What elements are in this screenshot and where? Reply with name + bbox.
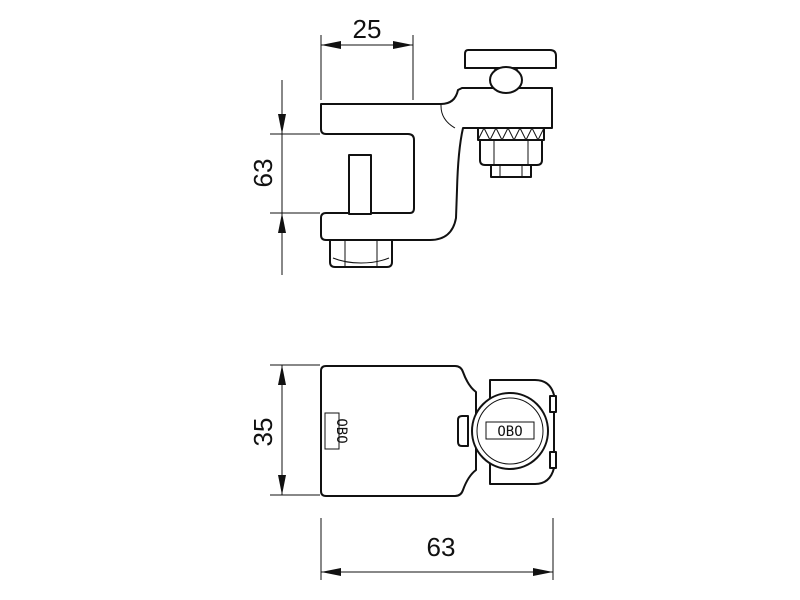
dimension-top-width-label: 25 [353, 14, 382, 44]
body-logo: OBO [324, 412, 349, 450]
side-nut [479, 139, 543, 178]
dimension-side-height-label: 63 [248, 159, 278, 188]
serrated-washer [477, 126, 545, 142]
bottom-nut [329, 239, 393, 268]
plan-body [320, 365, 477, 497]
dimension-bottom-width-label: 63 [427, 532, 456, 562]
dimension-bottom-width: 63 [320, 518, 554, 580]
dimension-bottom-height-label: 35 [248, 418, 278, 447]
round-screw-head [471, 392, 549, 470]
screw-logo-text: OBO [497, 424, 522, 440]
plan-view: 35 63 OBO OBO [248, 364, 557, 580]
body-logo-text: OBO [333, 418, 349, 443]
dimension-top-width: 25 [320, 14, 414, 100]
dimension-bottom-height: 35 [248, 364, 320, 496]
clamp-body [320, 87, 553, 241]
dimension-side-height: 63 [248, 80, 320, 275]
jaw-bolt [348, 154, 372, 215]
screw-head [464, 49, 557, 94]
side-elevation-view: 25 63 [248, 14, 557, 275]
